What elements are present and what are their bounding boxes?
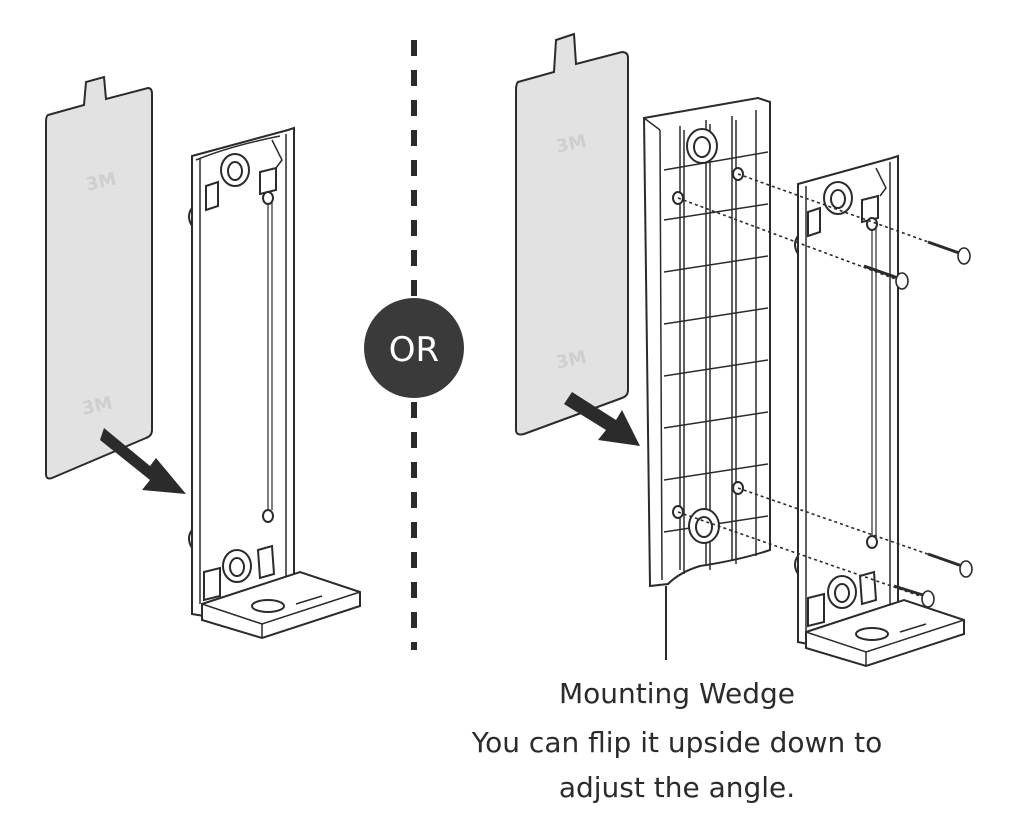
arrow-icon: [100, 428, 186, 494]
screw-guide-lines: [677, 173, 963, 597]
screw-icon: [927, 552, 973, 578]
arrow-icon: [564, 392, 640, 446]
left-mounting-bracket: [188, 126, 361, 640]
caption-line-2: You can flip it upside down to: [471, 726, 882, 759]
right-adhesive-tape: 3M 3M: [515, 32, 629, 436]
or-badge: [364, 298, 464, 398]
caption-line-3: adjust the angle.: [559, 771, 795, 804]
or-label: OR: [389, 330, 439, 370]
left-adhesive-tape: 3M 3M: [45, 75, 153, 480]
caption: Mounting Wedge You can flip it upside do…: [471, 677, 882, 804]
mounting-wedge: [642, 96, 771, 588]
screw-icon: [893, 584, 935, 608]
screw-icon: [927, 240, 971, 265]
caption-title: Mounting Wedge: [559, 677, 795, 710]
screw-icon: [863, 264, 909, 290]
center-divider: OR: [364, 40, 464, 650]
right-mounting-bracket: [794, 154, 965, 668]
